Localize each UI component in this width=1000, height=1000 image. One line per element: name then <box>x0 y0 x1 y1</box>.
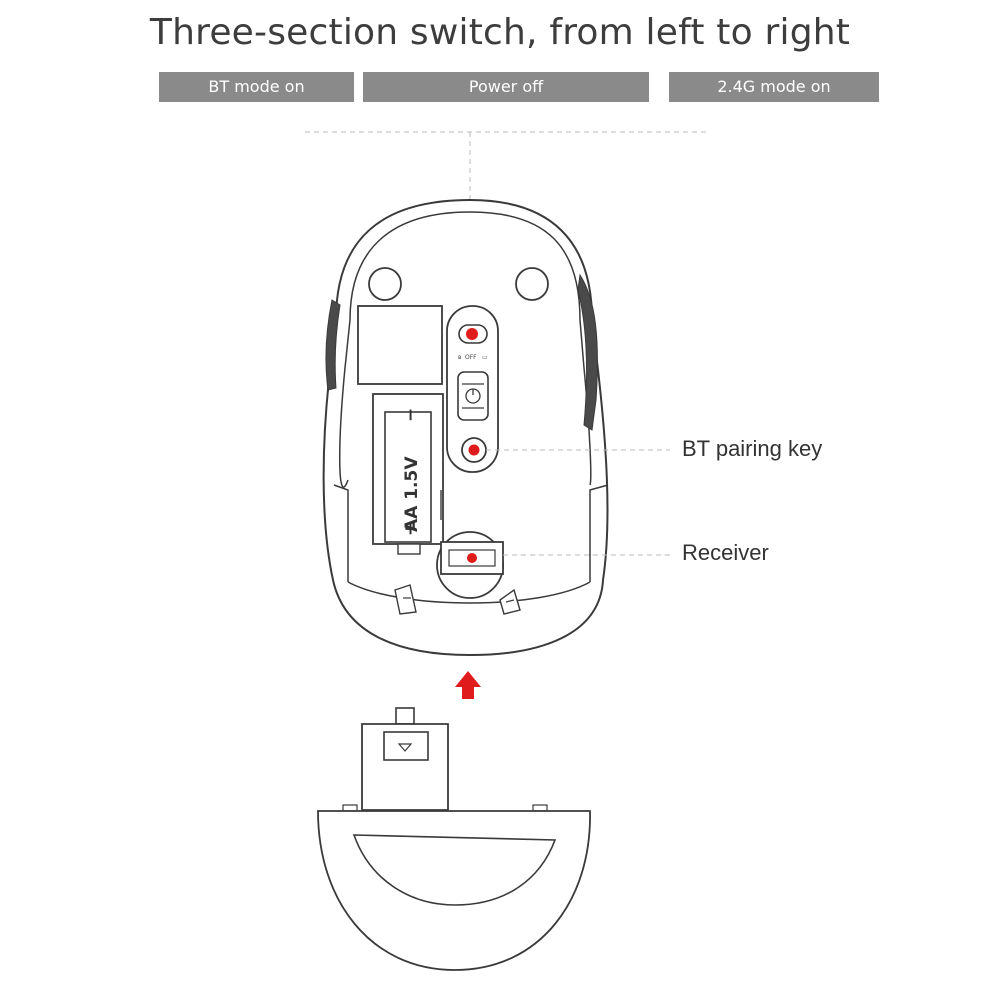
cover-release-tab <box>383 731 429 761</box>
mode-label-24g: 2.4G mode on <box>669 72 879 102</box>
battery-plus-icon: + <box>401 522 421 536</box>
bt-pairing-key-marker <box>468 444 480 456</box>
foot-pad-left <box>368 267 402 301</box>
mode-switch-marker <box>466 328 478 340</box>
mode-label-power-off: Power off <box>363 72 649 102</box>
side-grip <box>577 273 598 431</box>
battery-minus-icon: − <box>401 408 421 422</box>
latch-right <box>499 588 521 615</box>
bluetooth-icon: ʙ <box>458 354 462 361</box>
wireless-24g-icon: ▭ <box>482 354 488 361</box>
sensor-window <box>357 305 443 385</box>
battery <box>384 411 432 543</box>
callout-bt-pairing-key: BT pairing key <box>682 436 823 461</box>
page-title: Three-section switch, from left to right <box>149 12 851 53</box>
latch-left <box>394 584 417 615</box>
triangle-down-icon <box>397 743 413 752</box>
mode-label-bt: BT mode on <box>159 72 354 102</box>
switch-off-text: OFF <box>465 354 477 361</box>
battery-label: AA 1.5V <box>402 456 422 532</box>
battery-cover <box>317 707 591 971</box>
foot-pad-right <box>515 267 549 301</box>
arrow-up-icon <box>455 671 481 699</box>
callout-receiver: Receiver <box>682 540 769 565</box>
receiver-marker <box>467 553 477 563</box>
